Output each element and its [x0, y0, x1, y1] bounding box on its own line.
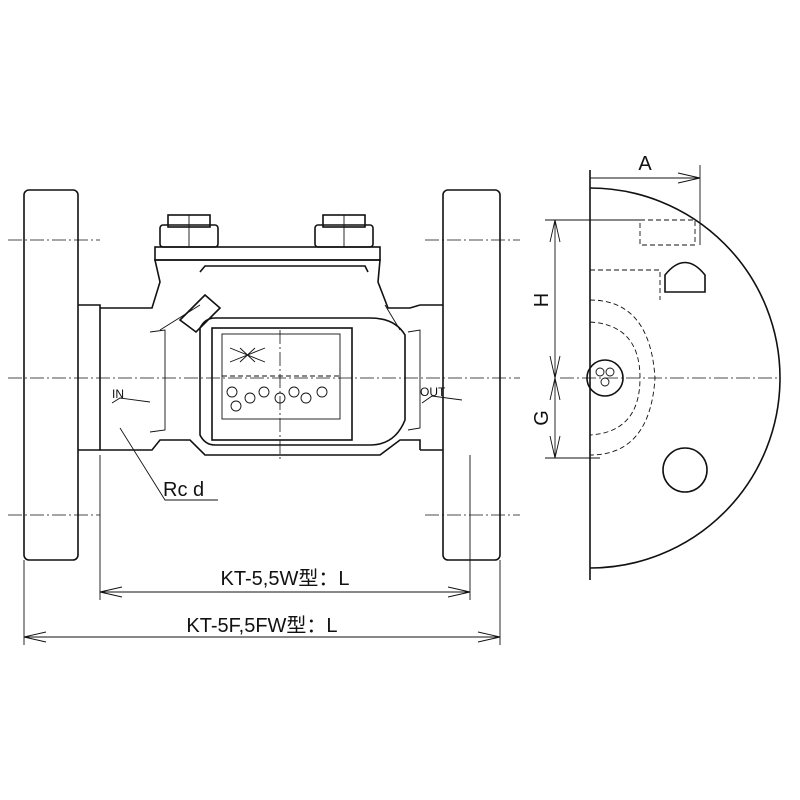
body	[100, 259, 421, 456]
dim-g-label: G	[531, 410, 553, 426]
length-label-flanged: KT-5F,5FW型：L	[186, 614, 337, 637]
flow-markers	[111, 395, 463, 501]
centerlines	[8, 239, 520, 516]
outlet-label: OUT	[420, 385, 446, 399]
inlet-label: IN	[112, 387, 124, 401]
side-dimensions	[545, 165, 701, 459]
left-flange	[23, 189, 101, 561]
bonnet-bolts	[154, 214, 381, 261]
length-label-screwed: KT-5,5W型：L	[221, 567, 350, 590]
dim-h-label: H	[531, 293, 553, 307]
side-view	[560, 170, 781, 580]
dim-a-label: A	[638, 153, 652, 175]
right-flange	[420, 189, 501, 561]
length-dimensions	[23, 455, 501, 645]
thread-label: Rc d	[163, 479, 204, 501]
